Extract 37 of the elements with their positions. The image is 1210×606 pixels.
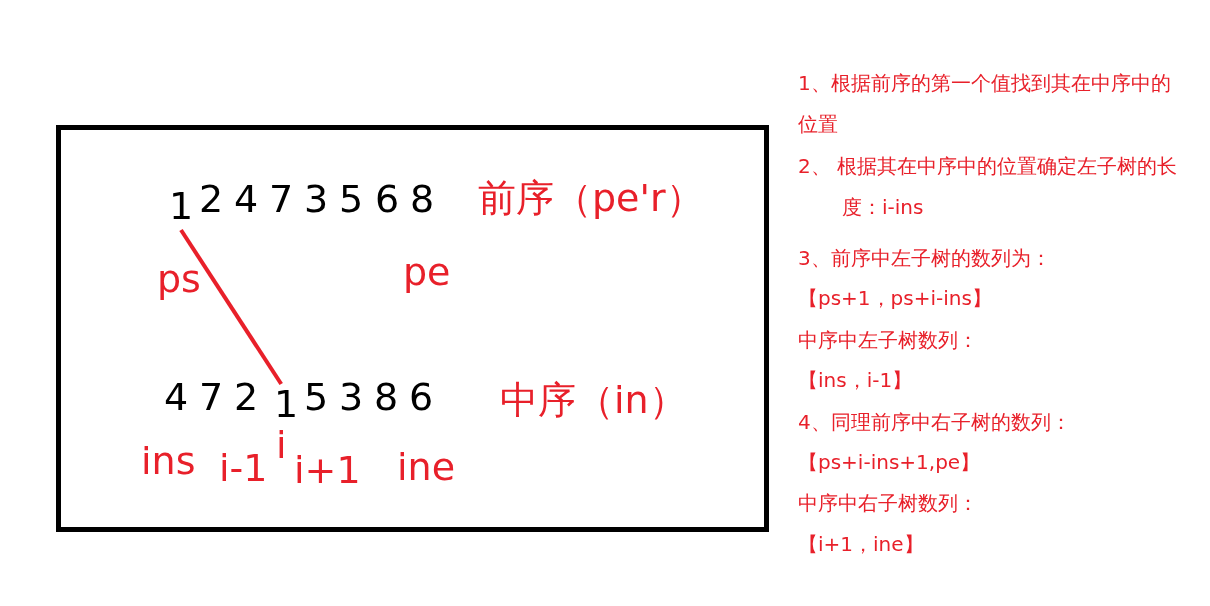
number-text: 6 <box>409 377 434 419</box>
number-text: 6 <box>375 179 400 221</box>
number-text: 4 <box>164 377 189 419</box>
note-text: 【ins，i-1】 <box>798 367 914 394</box>
note-text: 【ps+i-ins+1,pe】 <box>798 449 982 476</box>
number-text: 8 <box>410 179 435 221</box>
note-text: 中序中左子树数列： <box>798 327 979 354</box>
note-text: 【ps+1，ps+i-ins】 <box>798 285 993 312</box>
number-text: 1 <box>274 384 298 428</box>
variable-label: i+1 <box>294 450 361 492</box>
number-text: 3 <box>304 179 329 221</box>
sequence-heading: 前序（pe'r） <box>478 178 704 220</box>
connector-line <box>179 228 283 386</box>
variable-label: ps <box>157 259 201 301</box>
number-text: 7 <box>269 179 294 221</box>
note-text: 1、根据前序的第一个值找到其在中序中的位置 <box>798 70 1172 138</box>
note-text: 2、 根据其在中序中的位置确定左子树的长度：i-ins <box>798 153 1179 221</box>
note-text: 3、前序中左子树的数列为： <box>798 245 1052 272</box>
number-text: 8 <box>374 377 399 419</box>
frame-box <box>56 125 769 532</box>
number-text: 3 <box>339 377 364 419</box>
variable-label: ine <box>397 447 456 489</box>
number-text: 5 <box>339 179 364 221</box>
variable-label: i-1 <box>219 448 268 490</box>
number-text: 4 <box>234 179 259 221</box>
sequence-heading: 中序（in） <box>500 380 687 422</box>
variable-label: i <box>276 425 287 467</box>
note-text: 【i+1，ine】 <box>798 531 925 558</box>
number-text: 7 <box>199 377 224 419</box>
note-text: 中序中右子树数列： <box>798 490 979 517</box>
number-text: 2 <box>234 377 259 419</box>
note-text: 4、同理前序中右子树的数列： <box>798 409 1072 436</box>
number-text: 1 <box>169 186 193 230</box>
number-text: 5 <box>304 377 329 419</box>
variable-label: pe <box>403 252 451 294</box>
number-text: 2 <box>199 179 224 221</box>
variable-label: ins <box>141 441 196 483</box>
